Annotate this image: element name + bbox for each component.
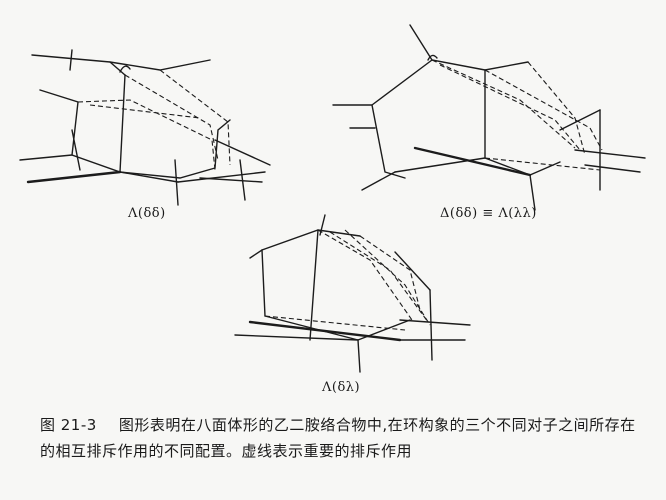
label-left-molecule: Λ(δδ) xyxy=(128,206,166,221)
caption-text: 图形表明在八面体形的乙二胺络合物中,在环构象的三个不同对子之间所存在的相互排斥作… xyxy=(40,416,636,460)
label-bottom-molecule: Λ(δλ) xyxy=(322,380,361,395)
caption-number: 图 21-3 xyxy=(40,416,97,434)
molecule-delta-delta-delta xyxy=(332,24,646,211)
label-right-molecule: Δ(δδ) ≡ Λ(λλ) xyxy=(440,206,537,221)
molecule-lambda-delta-delta xyxy=(19,49,271,206)
molecule-lambda-delta-lambda xyxy=(234,214,471,373)
molecule-figure xyxy=(19,24,646,373)
